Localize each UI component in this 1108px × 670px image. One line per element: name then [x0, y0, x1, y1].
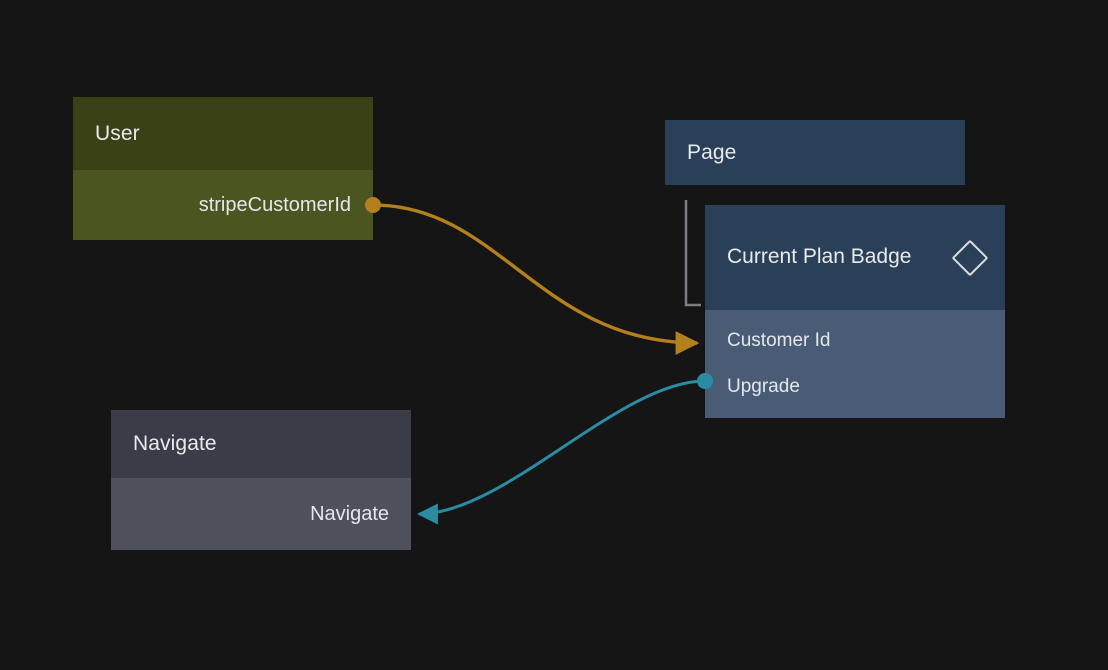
node-current-plan-badge[interactable]: Current Plan Badge Customer Id Upgrade [705, 205, 1005, 418]
node-page-header[interactable]: Page [665, 120, 965, 185]
field-navigate[interactable]: Navigate [111, 478, 411, 550]
node-user[interactable]: User stripeCustomerId [73, 97, 373, 240]
node-page-title: Page [687, 140, 737, 164]
node-user-header[interactable]: User [73, 97, 373, 170]
node-page[interactable]: Page [665, 120, 965, 185]
node-navigate-body: Navigate [111, 478, 411, 550]
field-upgrade[interactable]: Upgrade [705, 367, 1005, 407]
field-upgrade-label: Upgrade [727, 376, 800, 397]
node-navigate[interactable]: Navigate Navigate [111, 410, 411, 550]
field-stripe-customer-id[interactable]: stripeCustomerId [73, 170, 373, 240]
edge-stripe-customer-id-to-customer-id[interactable] [372, 203, 700, 355]
field-customer-id[interactable]: Customer Id [705, 321, 1005, 361]
port-stripe-customer-id-output[interactable] [365, 197, 381, 213]
node-current-plan-badge-header[interactable]: Current Plan Badge [705, 205, 1005, 310]
node-current-plan-badge-title: Current Plan Badge [727, 245, 912, 269]
field-navigate-label: Navigate [310, 502, 389, 525]
node-current-plan-badge-body: Customer Id Upgrade [705, 310, 1005, 418]
diamond-icon [951, 239, 989, 276]
node-user-title: User [95, 121, 140, 145]
edge-upgrade-to-navigate[interactable] [416, 379, 706, 525]
field-customer-id-label: Customer Id [727, 330, 831, 351]
page-to-child-bracket [684, 200, 701, 307]
node-user-body: stripeCustomerId [73, 170, 373, 240]
node-navigate-header[interactable]: Navigate [111, 410, 411, 478]
port-upgrade-output[interactable] [697, 373, 713, 389]
field-stripe-customer-id-label: stripeCustomerId [198, 193, 351, 216]
node-navigate-title: Navigate [133, 432, 217, 455]
